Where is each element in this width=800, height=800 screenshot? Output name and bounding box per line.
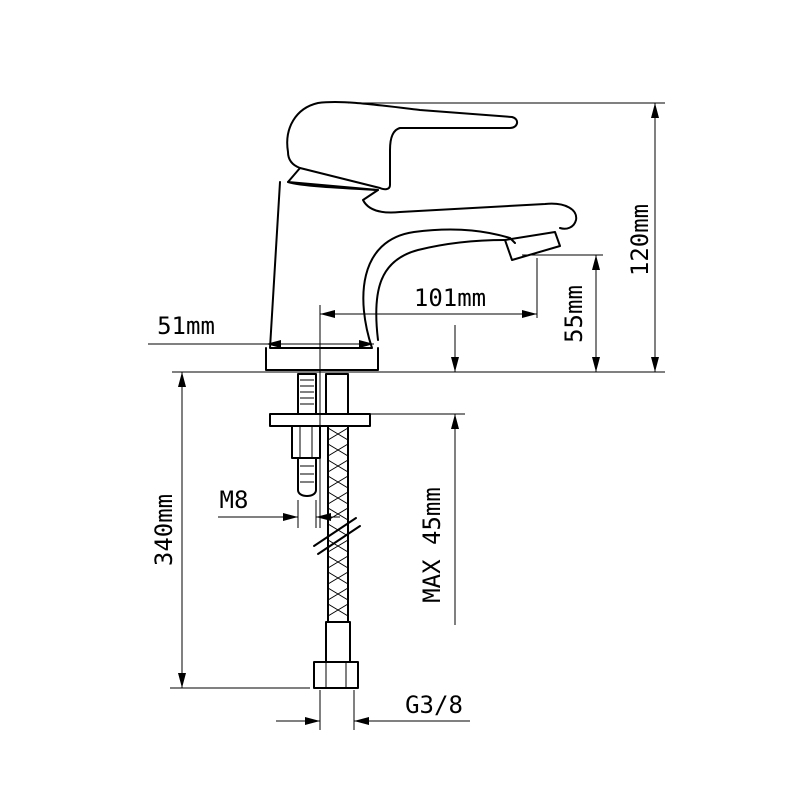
label-thread-rod: M8 xyxy=(220,486,249,514)
supply-hose xyxy=(313,373,361,689)
break-mark-2 xyxy=(317,525,361,555)
dimension-spout-height: 55mm xyxy=(522,254,603,372)
dimension-total-height: 120mm xyxy=(348,102,665,372)
label-max-thickness: MAX 45mm xyxy=(418,487,446,603)
label-spout-height: 55mm xyxy=(560,285,588,343)
hose-bottom-ferrule xyxy=(325,621,351,663)
dimension-thread-rod: M8 xyxy=(218,486,340,528)
dimension-base-width: 51mm xyxy=(148,312,374,348)
dimension-hose-connection: G3/8 xyxy=(276,690,470,730)
dimension-spout-reach: 101mm xyxy=(319,258,538,528)
break-mark-1 xyxy=(313,517,357,547)
label-spout-reach: 101mm xyxy=(414,284,486,312)
faucet-outline xyxy=(265,101,578,371)
hose-bottom-nut xyxy=(313,661,359,689)
hose-top-fitting xyxy=(325,373,349,415)
lever-handle xyxy=(286,101,518,191)
label-hose-length: 340mm xyxy=(150,494,178,566)
dimension-max-thickness: MAX 45mm xyxy=(356,325,465,625)
aerator xyxy=(504,231,561,261)
spout-top xyxy=(287,181,578,230)
hose-braid xyxy=(327,425,349,623)
threaded-rod-lower xyxy=(297,457,317,497)
body-column xyxy=(269,181,516,349)
dimension-hose-length: 340mm xyxy=(150,372,310,689)
label-total-height: 120mm xyxy=(626,204,654,276)
label-base-width: 51mm xyxy=(157,312,215,340)
label-hose-connection: G3/8 xyxy=(405,691,463,719)
spout-underside xyxy=(375,239,506,341)
faucet-base xyxy=(265,347,379,371)
mounting-nut xyxy=(291,425,321,459)
